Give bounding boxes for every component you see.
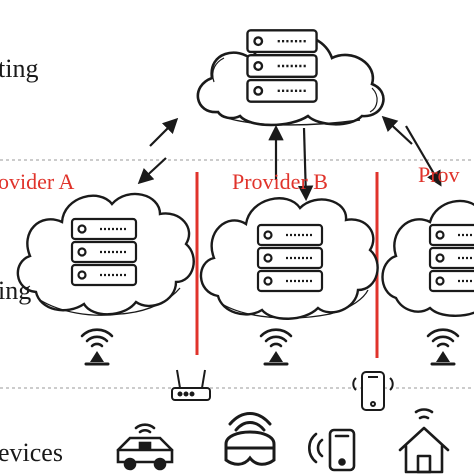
wireless-signal-icon-c [426,328,460,366]
provider-a-label: ovider A [0,169,75,194]
devices-tier-label: evices [0,438,63,467]
cloud-server-icon [246,29,318,103]
edge-tier-label: ing [0,276,32,305]
cloud-tier-label: ting [0,54,39,83]
router-icon [171,369,211,401]
edge-server-icon-b [256,223,324,293]
smartphone-icon [352,371,394,411]
handheld-device-icon [308,428,356,472]
edge-server-icon-c [428,223,474,293]
connected-car-icon [116,423,174,471]
provider-b-label: Provider B [232,169,328,194]
wireless-signal-icon-b [259,328,293,366]
wireless-signal-icon-a [80,328,114,366]
link-arrows [137,115,442,202]
vr-headset-icon [224,412,276,466]
edge-server-icon-a [70,217,138,287]
smart-home-icon [398,408,450,474]
provider-c-label: Prov [418,162,460,187]
